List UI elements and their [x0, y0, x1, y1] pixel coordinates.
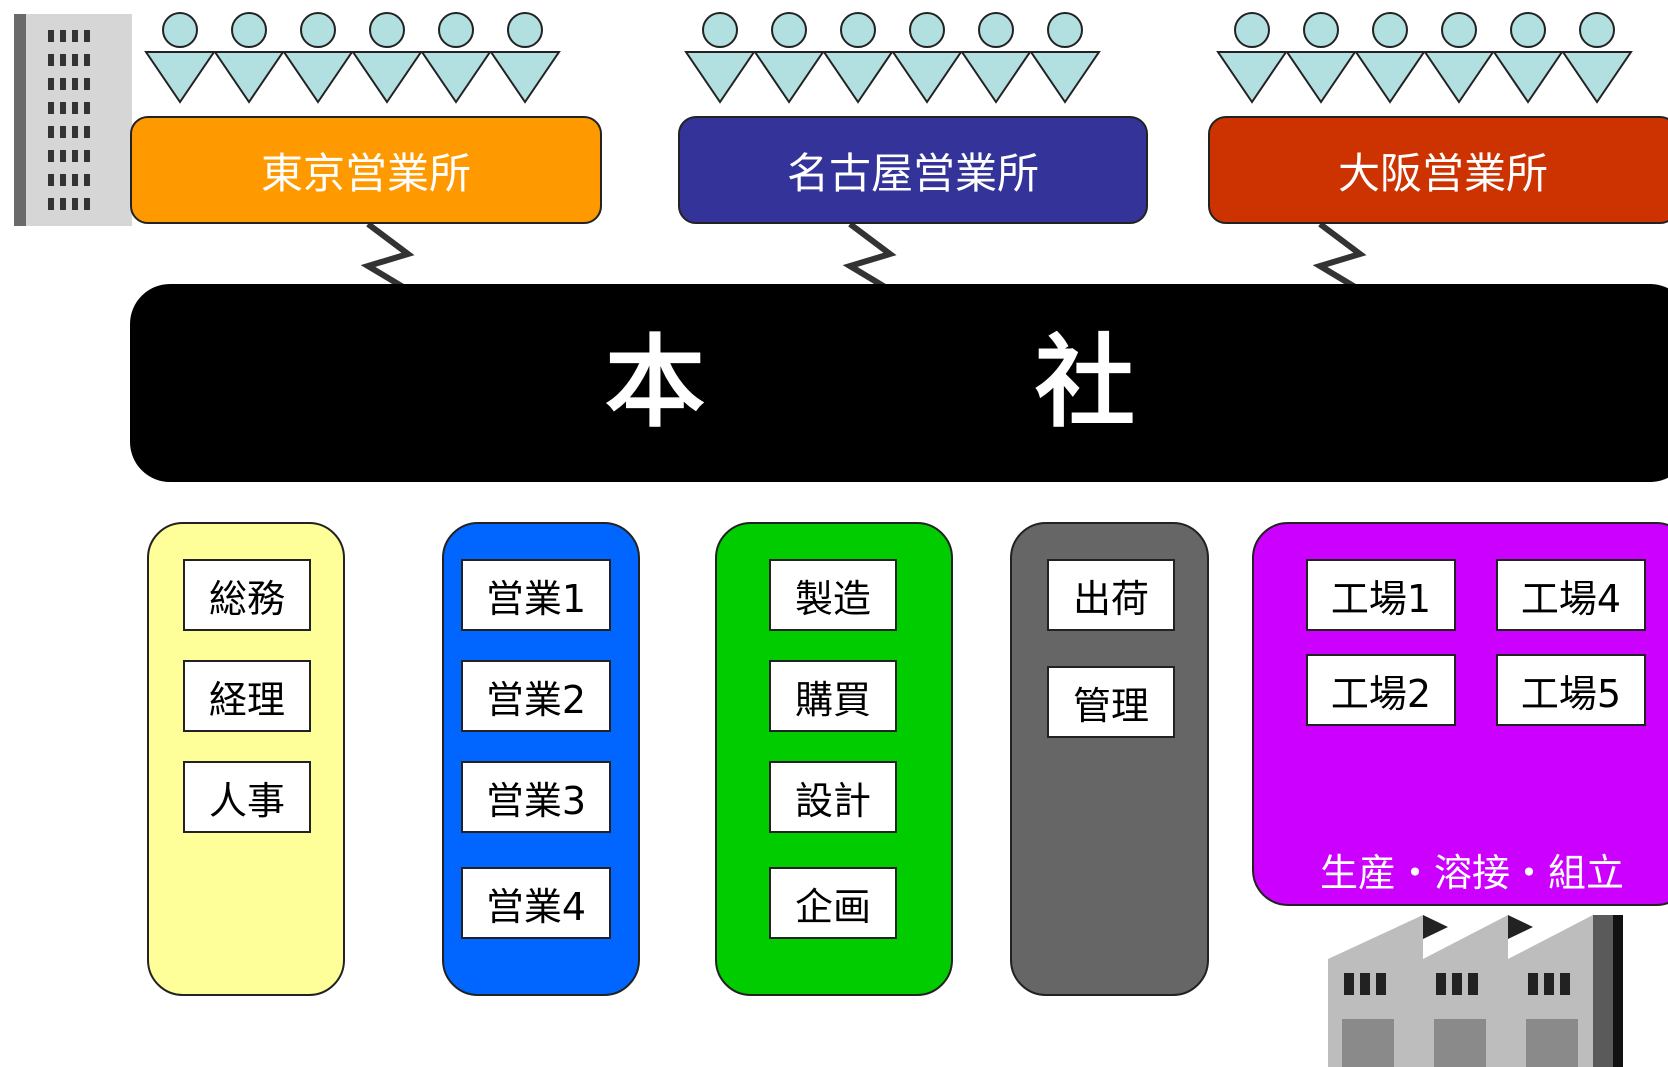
dept-item: 総務 — [183, 559, 311, 631]
dept-item: 購買 — [769, 660, 897, 732]
person-icon — [753, 12, 825, 104]
dept-item: 営業3 — [461, 761, 611, 833]
branch-nagoya: 名古屋営業所 — [678, 116, 1148, 224]
office-building-icon — [14, 14, 132, 226]
person-icon — [1029, 12, 1101, 104]
person-icon — [489, 12, 561, 104]
dept-item: 工場2 — [1306, 654, 1456, 726]
person-icon — [1285, 12, 1357, 104]
branch-tokyo: 東京営業所 — [130, 116, 602, 224]
branch-label: 東京営業所 — [260, 148, 471, 198]
dept-item: 経理 — [183, 660, 311, 732]
zigzag-link-icon — [1312, 221, 1367, 293]
headquarters: 本 社 — [130, 284, 1668, 482]
factory-icon — [1328, 915, 1623, 1067]
dept-admin: 総務 経理 人事 — [147, 522, 345, 996]
person-icon — [213, 12, 285, 104]
branch-osaka: 大阪営業所 — [1208, 116, 1668, 224]
factory-caption: 生産・溶接・組立 — [1319, 851, 1624, 895]
person-icon — [1492, 12, 1564, 104]
person-icon — [1561, 12, 1633, 104]
zigzag-links — [360, 221, 1367, 293]
person-icon — [1423, 12, 1495, 104]
dept-item: 営業4 — [461, 867, 611, 939]
branch-label: 大阪営業所 — [1337, 148, 1548, 198]
person-icon — [1354, 12, 1426, 104]
person-icon — [684, 12, 756, 104]
person-icon — [960, 12, 1032, 104]
dept-item: 工場1 — [1306, 559, 1456, 631]
hq-title-char: 社 — [1035, 324, 1135, 441]
person-icon — [891, 12, 963, 104]
dept-item: 製造 — [769, 559, 897, 631]
dept-item: 企画 — [769, 867, 897, 939]
dept-item: 出荷 — [1047, 559, 1175, 631]
dept-item: 人事 — [183, 761, 311, 833]
branch-label: 名古屋営業所 — [786, 148, 1039, 198]
dept-item: 工場5 — [1496, 654, 1646, 726]
dept-item: 営業1 — [461, 559, 611, 631]
person-icon — [144, 12, 216, 104]
people-groups — [144, 12, 1633, 104]
dept-item: 設計 — [769, 761, 897, 833]
dept-shipping: 出荷 管理 — [1010, 522, 1209, 996]
person-icon — [351, 12, 423, 104]
zigzag-link-icon — [360, 221, 415, 293]
dept-item: 管理 — [1047, 666, 1175, 738]
dept-item: 工場4 — [1496, 559, 1646, 631]
dept-item: 営業2 — [461, 660, 611, 732]
person-icon — [1216, 12, 1288, 104]
dept-sales: 営業1 営業2 営業3 営業4 — [442, 522, 640, 996]
hq-title-char: 本 — [605, 324, 705, 441]
person-icon — [822, 12, 894, 104]
dept-factory: 工場1 工場4 工場2 工場5 生産・溶接・組立 — [1252, 522, 1668, 906]
person-icon — [282, 12, 354, 104]
dept-manufacturing: 製造 購買 設計 企画 — [715, 522, 953, 996]
person-icon — [420, 12, 492, 104]
zigzag-link-icon — [842, 221, 897, 293]
